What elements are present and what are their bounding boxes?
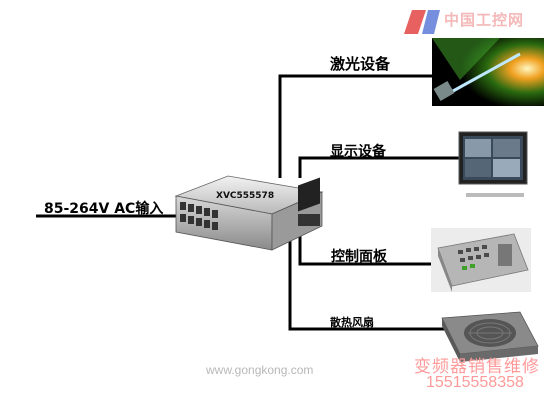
fan-output-label: 散热风扇 [330,316,374,329]
control-panel-image [431,228,531,292]
brand-logo [404,10,440,34]
monitor-image [458,131,528,197]
power-supply-module-image [174,175,324,251]
panel-output-label: 控制面板 [331,249,387,265]
repair-watermark: 变频器销售维修 [414,357,540,377]
fan-image [441,311,539,362]
laser-output-label: 激光设备 [330,55,391,73]
site-watermark: www.gongkong.com [206,363,314,377]
brand-watermark: 中国工控网 [444,11,525,29]
input-label: 85-264V AC输入 [44,201,164,217]
display-output-label: 显示设备 [330,144,386,160]
device-model-label: XVC555578 [216,191,275,201]
connector-lines [278,74,459,331]
phone-watermark: 15515558358 [426,374,524,391]
laser-beam-image [432,38,544,106]
